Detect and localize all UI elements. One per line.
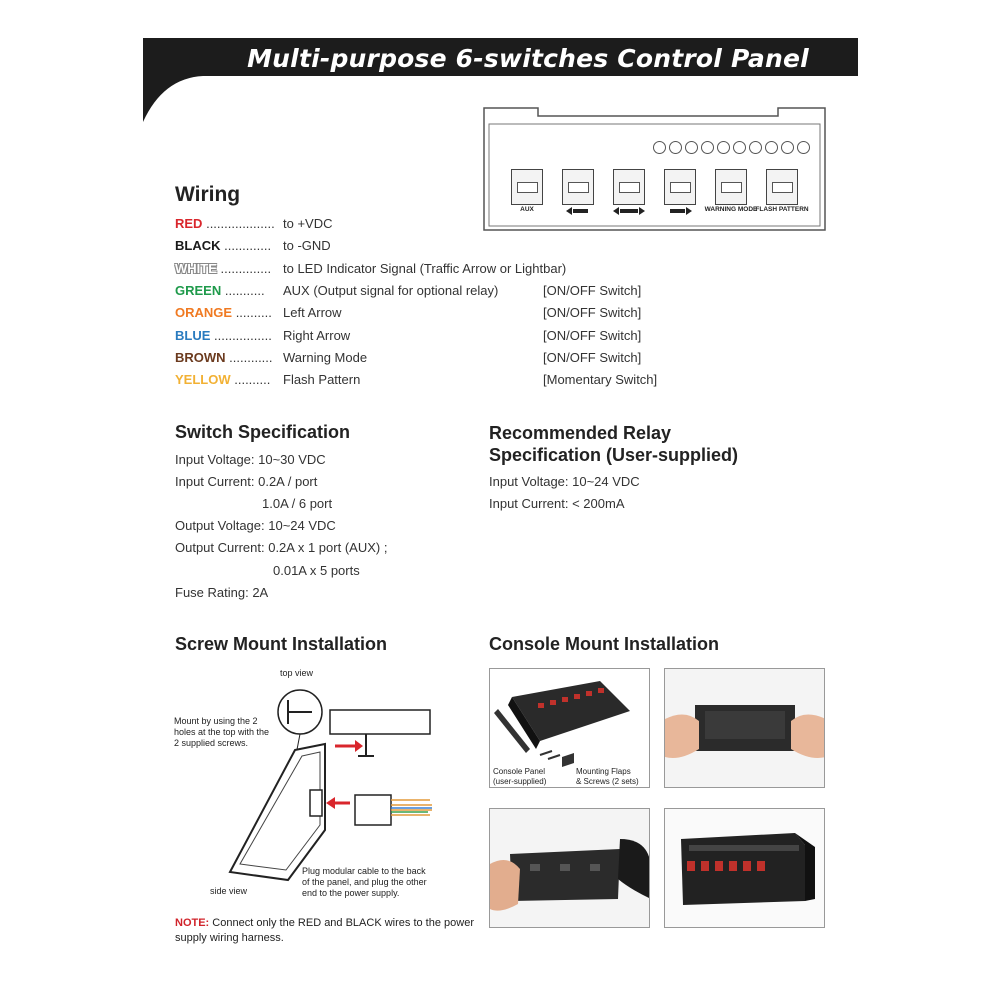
led-indicator	[765, 141, 778, 154]
led-indicator	[733, 141, 746, 154]
side-view-label: side view	[210, 886, 248, 896]
installation-note: NOTE: Connect only the RED and BLACK wir…	[175, 916, 475, 946]
screw-mount-heading: Screw Mount Installation	[175, 634, 388, 654]
spec-line: 0.01A x 5 ports	[273, 563, 360, 578]
center-arrow-switch	[613, 169, 645, 205]
wiring-row: BLACK ............. to -GND	[175, 238, 695, 256]
console-parts-photo: Console Panel (user-supplied) Mounting F…	[489, 668, 650, 788]
note-label: NOTE:	[175, 917, 210, 929]
led-indicator	[685, 141, 698, 154]
note-text: Connect only the RED and BLACK wires to …	[175, 917, 474, 944]
led-indicator	[701, 141, 714, 154]
double-arrow-icon	[613, 207, 645, 215]
plug-instruction-2: of the panel, and plug the other	[302, 877, 427, 887]
spec-line: Input Voltage: 10~30 VDC	[175, 452, 326, 467]
relay-spec-line: Input Current: < 200mA	[489, 496, 625, 511]
right-arrow-icon	[670, 207, 692, 215]
switch-type: [Momentary Switch]	[543, 372, 658, 388]
leader-dots: ...................	[206, 216, 275, 231]
wire-color-name: BROWN	[175, 349, 226, 365]
wiring-row: GREEN ........... AUX (Output signal for …	[175, 283, 695, 301]
switch-type: [ON/OFF Switch]	[543, 327, 642, 343]
relay-heading-line2: Specification (User-supplied)	[489, 445, 739, 465]
wire-color-name: GREEN	[175, 282, 222, 298]
relay-heading-line1: Recommended Relay	[489, 423, 672, 443]
spec-line: Fuse Rating: 2A	[175, 585, 269, 600]
switch-spec-heading: Switch Specification	[175, 422, 351, 442]
aux-switch	[511, 169, 543, 205]
mount-instruction-3: 2 supplied screws.	[174, 738, 249, 748]
wire-description: to -GND	[283, 238, 331, 254]
leader-dots: .............	[224, 238, 272, 254]
left-arrow-icon	[566, 207, 588, 215]
header-banner: Multi-purpose 6-switches Control Panel	[143, 38, 858, 122]
led-indicator	[781, 141, 794, 154]
wiring-heading: Wiring	[175, 183, 241, 206]
plug-instruction-3: end to the power supply.	[302, 888, 400, 898]
console-panel-caption-2: (user-supplied)	[493, 777, 547, 786]
warning-mode-switch	[715, 169, 747, 205]
switch-type: [ON/OFF Switch]	[543, 305, 642, 321]
switch-type: [ON/OFF Switch]	[543, 349, 642, 365]
wire-color-name: BLACK	[175, 238, 221, 254]
wire-description: Left Arrow	[283, 305, 342, 321]
warning-mode-label: WARNING MODE	[704, 206, 758, 213]
plug-instruction-1: Plug modular cable to the back	[302, 866, 426, 876]
wire-description: Warning Mode	[283, 349, 368, 365]
right-arrow-switch	[664, 169, 696, 205]
leader-dots: ..............	[220, 260, 272, 276]
led-indicator	[653, 141, 666, 154]
wire-color-name: RED	[175, 216, 203, 231]
wiring-row: WHITE .............. to LED Indicator Sig…	[175, 261, 695, 279]
led-indicator	[669, 141, 682, 154]
spec-line: Output Current: 0.2A x 1 port (AUX) ;	[175, 540, 388, 555]
wire-color-name: YELLOW	[175, 372, 231, 388]
wire-color-name: BLUE	[175, 327, 211, 343]
mounting-flaps-caption-2: & Screws (2 sets)	[576, 777, 639, 786]
led-indicator	[797, 141, 810, 154]
top-view-label: top view	[280, 668, 314, 678]
led-indicator-row	[653, 141, 810, 154]
wire-description: to LED Indicator Signal (Traffic Arrow o…	[283, 260, 567, 276]
wiring-row: BROWN ............ Warning Mode [ON/OFF Sw…	[175, 350, 695, 368]
wire-description: Flash Pattern	[283, 372, 361, 388]
wire-color-name: ORANGE	[175, 305, 233, 321]
wire-color-name: WHITE	[175, 260, 217, 276]
wire-description: to +VDC	[283, 216, 333, 231]
leader-dots: ..........	[234, 372, 271, 388]
led-indicator	[717, 141, 730, 154]
relay-spec-heading: Recommended Relay Specification (User-su…	[489, 422, 738, 466]
leader-dots: ............	[229, 349, 273, 365]
flash-pattern-switch	[766, 169, 798, 205]
spec-line: Input Current: 0.2A / port	[175, 474, 318, 489]
wiring-row: YELLOW .......... Flash Pattern [Momentary…	[175, 372, 695, 390]
wiring-row: ORANGE .......... Left Arrow [ON/OFF Switc…	[175, 305, 695, 323]
mount-instruction-2: holes at the top with the	[174, 727, 270, 737]
screw-mount-diagram	[228, 689, 432, 882]
led-indicator	[749, 141, 762, 154]
relay-spec-line: Input Voltage: 10~24 VDC	[489, 474, 640, 489]
switch-type: [ON/OFF Switch]	[543, 282, 642, 298]
spec-line: 1.0A / 6 port	[262, 496, 333, 511]
page-title: Multi-purpose 6-switches Control Panel	[247, 44, 809, 73]
wire-description: Right Arrow	[283, 327, 351, 343]
leader-dots: ................	[214, 327, 272, 343]
console-installed-photo	[664, 808, 825, 928]
aux-switch-label: AUX	[520, 206, 534, 213]
flash-pattern-label: FLASH PATTERN	[755, 206, 809, 213]
left-arrow-switch	[562, 169, 594, 205]
console-panel-caption-1: Console Panel	[493, 767, 546, 776]
console-hands-photo-2	[489, 808, 650, 928]
console-hands-photo-1	[664, 668, 825, 788]
leader-dots: ..........	[235, 305, 272, 321]
wire-description: AUX (Output signal for optional relay)	[283, 282, 499, 298]
wiring-row: BLUE ................ Right Arrow [ON/OFF …	[175, 328, 695, 346]
console-mount-heading: Console Mount Installation	[489, 634, 719, 654]
leader-dots: ...........	[224, 282, 265, 298]
mounting-flaps-caption-1: Mounting Flaps	[576, 767, 631, 776]
wiring-row: RED ................... to +VDC	[175, 216, 695, 234]
spec-line: Output Voltage: 10~24 VDC	[175, 518, 336, 533]
mount-instruction-1: Mount by using the 2	[174, 716, 258, 726]
